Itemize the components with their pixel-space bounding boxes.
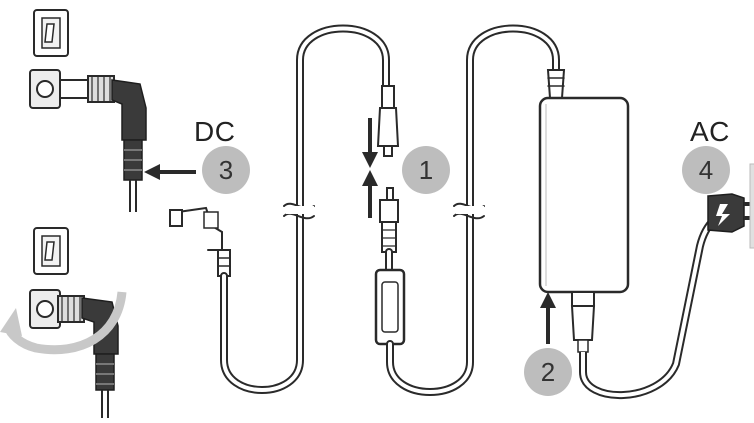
- wall-outlet-icon: [749, 163, 754, 249]
- dc-label: DC: [194, 116, 236, 147]
- ac-wall-plug-icon: [707, 193, 745, 233]
- step-3-badge: 3: [202, 146, 250, 194]
- dc-plug-insert-illustration: [29, 9, 147, 212]
- power-bolt-icon: [716, 204, 730, 226]
- ac-label: AC: [690, 116, 730, 147]
- dc-plug-lock-illustration: [0, 227, 127, 418]
- male-connector-icon: [379, 199, 399, 223]
- adapter-cable: [169, 24, 566, 396]
- rotate-arrow-icon: [3, 291, 127, 355]
- step-1-badge: 1: [402, 146, 450, 194]
- step-2-badge: 2: [524, 348, 572, 396]
- power-adapter-brick: [538, 96, 630, 294]
- angled-plug-icon: [111, 79, 147, 141]
- female-connector-icon: [376, 107, 400, 147]
- step-4-badge: 4: [682, 146, 730, 194]
- ac-inlet-plug-icon: [570, 305, 596, 341]
